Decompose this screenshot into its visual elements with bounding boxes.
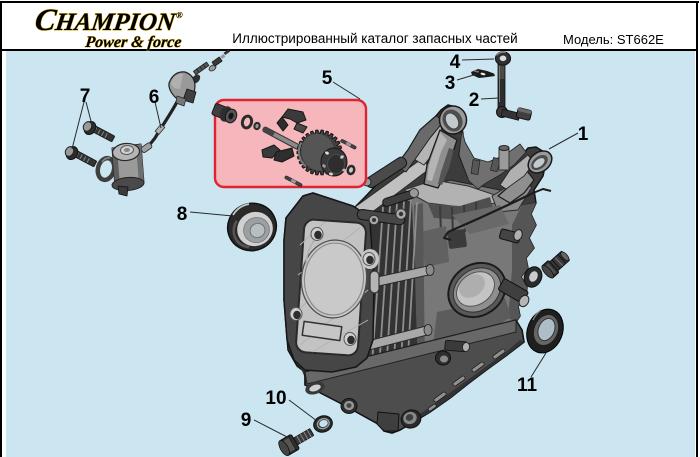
svg-text:8: 8 xyxy=(177,204,188,225)
svg-text:1: 1 xyxy=(578,124,589,145)
svg-text:4: 4 xyxy=(450,52,461,73)
svg-text:9: 9 xyxy=(241,410,252,431)
svg-text:2: 2 xyxy=(469,90,480,111)
svg-text:10: 10 xyxy=(265,388,286,409)
svg-text:5: 5 xyxy=(322,68,333,89)
svg-text:6: 6 xyxy=(149,87,160,108)
svg-text:7: 7 xyxy=(80,86,91,107)
svg-text:3: 3 xyxy=(445,73,456,94)
svg-text:11: 11 xyxy=(517,375,538,396)
